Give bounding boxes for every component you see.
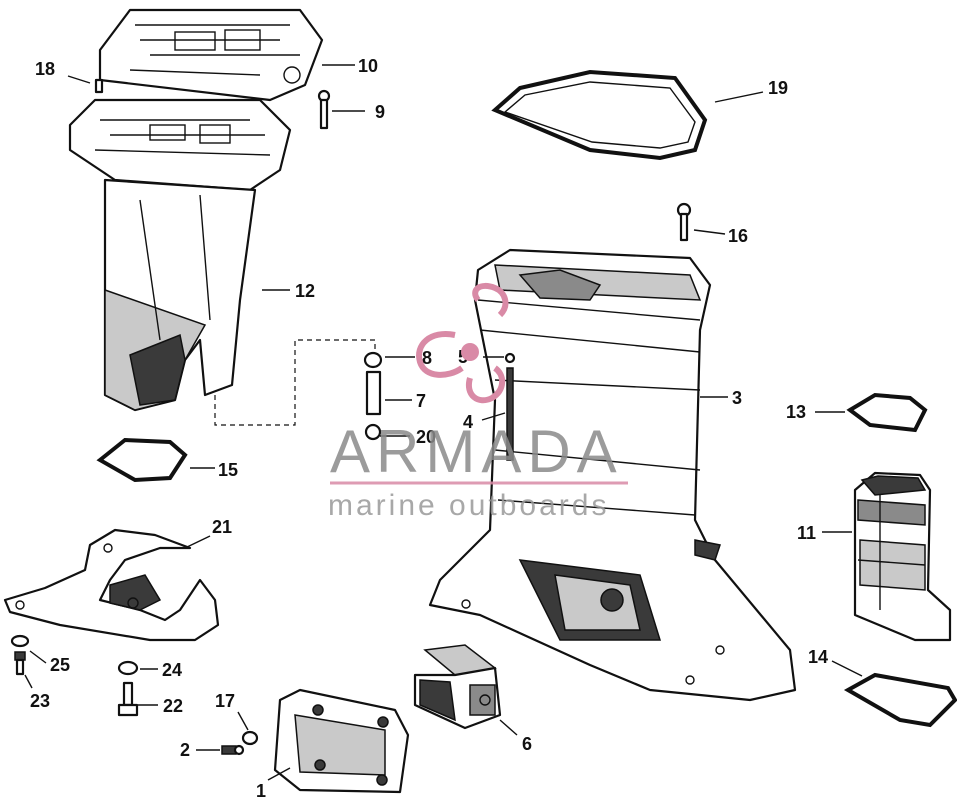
part-20-grommet — [364, 423, 382, 441]
part-5-washer — [504, 352, 516, 364]
part-7-water-tube — [365, 370, 382, 416]
part-17-washer — [241, 730, 259, 746]
callout-13: 13 — [786, 402, 806, 422]
callout-8: 8 — [422, 348, 432, 368]
callout-20: 20 — [416, 427, 436, 447]
callout-21: 21 — [212, 517, 232, 537]
callout-19: 19 — [768, 78, 788, 98]
part-14-seal — [843, 672, 957, 728]
part-8-grommet — [363, 351, 383, 369]
part-21-plate — [3, 528, 220, 642]
part-18-dowel — [94, 78, 104, 94]
part-9-screw — [317, 89, 331, 130]
part-15-seal — [96, 437, 188, 483]
watermark-brand: ARMADA — [330, 418, 623, 485]
part-16-screw — [676, 202, 692, 242]
callout-24: 24 — [162, 660, 182, 680]
part-24-nut — [117, 660, 139, 676]
callout-25: 25 — [50, 655, 70, 675]
part-25-washer — [10, 634, 30, 648]
part-2-screw — [221, 744, 245, 756]
callout-4: 4 — [463, 412, 473, 432]
callout-15: 15 — [218, 460, 238, 480]
part-19-seal-ring — [491, 69, 708, 161]
callout-17: 17 — [215, 691, 235, 711]
part-13-seal — [846, 392, 928, 433]
callout-22: 22 — [163, 696, 183, 716]
part-10-gasket — [98, 8, 324, 102]
callout-11: 11 — [797, 523, 816, 543]
part-22-bolt — [117, 681, 139, 717]
callout-14: 14 — [808, 647, 828, 667]
callout-23: 23 — [30, 691, 50, 711]
callout-7: 7 — [416, 391, 426, 411]
callout-18: 18 — [35, 59, 55, 79]
callout-9: 9 — [375, 102, 385, 122]
part-11-exhaust-tube — [853, 471, 952, 642]
callout-6: 6 — [522, 734, 532, 754]
callout-16: 16 — [728, 226, 748, 246]
dashed-connection — [214, 339, 376, 426]
part-23-screw — [14, 651, 26, 676]
part-3-driveshaft-housing — [428, 248, 797, 702]
callout-3: 3 — [732, 388, 742, 408]
watermark: ARMADA marine outboards — [328, 282, 628, 522]
watermark-tagline: marine outboards — [328, 489, 609, 522]
part-12-exhaust-housing — [68, 98, 292, 412]
callout-labels: 1 2 3 4 5 6 7 8 9 10 11 12 13 14 15 16 1… — [30, 56, 828, 798]
leader-lines — [24, 64, 863, 781]
part-6-mount — [413, 644, 502, 730]
callout-2: 2 — [180, 740, 190, 760]
callout-1: 1 — [256, 781, 266, 798]
callout-10: 10 — [358, 56, 378, 76]
part-1-cover — [273, 688, 410, 794]
armada-logo-icon — [416, 282, 509, 404]
part-4-stud — [506, 367, 514, 461]
callout-12: 12 — [295, 281, 315, 301]
